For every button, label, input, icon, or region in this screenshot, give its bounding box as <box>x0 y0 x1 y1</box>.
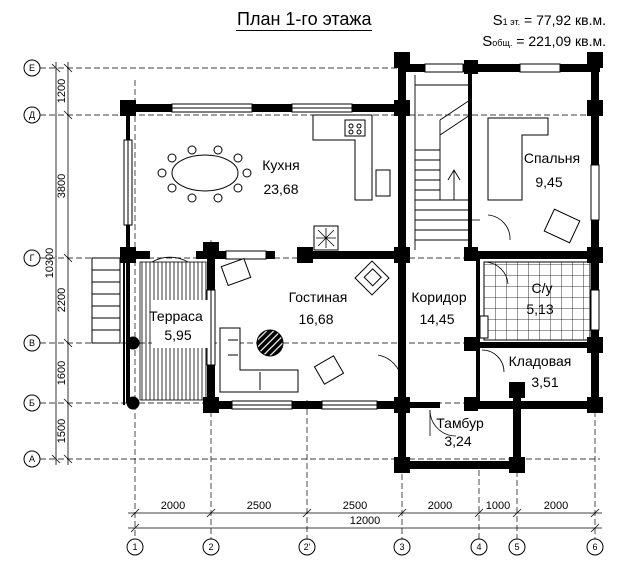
room-name: Кладовая <box>509 353 572 369</box>
axis-labels: Е Д Г В Б А 1 2 2' 3 4 5 6 <box>29 63 598 552</box>
room-area: 3,51 <box>531 374 558 390</box>
dim-left: 2200 <box>56 288 68 312</box>
axis-row-label: Е <box>29 63 35 73</box>
room-area: 5,13 <box>526 301 553 317</box>
room-name: С/у <box>532 280 553 296</box>
room-area: 5,95 <box>164 327 191 343</box>
terrace <box>91 256 210 410</box>
axis-row-label: А <box>29 454 35 464</box>
room-area: 9,45 <box>535 174 562 190</box>
room-name: Коридор <box>411 289 467 305</box>
room-name: Гостиная <box>289 289 348 305</box>
axis-col-label: 2 <box>208 542 213 552</box>
total-area: Sобщ. = 221,09 кв.м. <box>482 33 606 50</box>
axis-col-label: 4 <box>476 542 481 552</box>
axis-bubbles <box>23 59 604 556</box>
dim-bottom: 2000 <box>428 500 452 512</box>
axis-col-label: 3 <box>399 542 404 552</box>
log-ends <box>120 52 603 473</box>
plan-title: План 1-го этажа <box>236 9 373 31</box>
area-subscript: 1 эт. <box>502 17 521 27</box>
bedroom-furniture <box>472 117 581 244</box>
area-subscript: общ. <box>492 38 513 48</box>
dim-bottom: 1000 <box>486 500 510 512</box>
dim-bottom: 2000 <box>544 500 568 512</box>
room-name: Спальня <box>524 150 580 166</box>
room-area: 23,68 <box>263 181 298 197</box>
axis-row-label: В <box>29 338 35 348</box>
axis-row-label: Г <box>30 253 35 263</box>
left-dimension-labels: 1200 3800 2200 1600 1500 10300 <box>44 79 68 443</box>
kitchen-furniture <box>157 114 391 251</box>
axis-row-label: Д <box>29 110 35 120</box>
area-value: = 221,09 кв.м. <box>516 33 606 49</box>
dim-left: 1200 <box>56 79 68 103</box>
axis-row-label: Б <box>29 398 35 408</box>
axis-col-label: 2' <box>304 542 311 552</box>
dim-left: 1500 <box>56 419 68 443</box>
room-area: 3,24 <box>444 433 471 449</box>
dim-bottom: 2000 <box>161 500 185 512</box>
axis-col-label: 5 <box>514 542 519 552</box>
room-name: Терраса <box>149 308 203 324</box>
first-floor-area: S1 эт. = 77,92 кв.м. <box>493 12 606 29</box>
area-symbol: S <box>482 33 493 50</box>
bottom-dimension-labels: 2000 2500 2500 2000 1000 2000 12000 <box>161 500 568 527</box>
axis-col-label: 1 <box>132 542 137 552</box>
dim-bottom: 2500 <box>247 500 271 512</box>
area-symbol: S <box>492 12 503 29</box>
living-furniture <box>219 257 403 393</box>
room-name: Тамбур <box>436 415 484 431</box>
area-value: = 77,92 кв.м. <box>524 12 606 28</box>
dim-left-total: 10300 <box>44 248 56 279</box>
wc-tiles <box>483 261 591 341</box>
left-dimensions <box>51 62 73 465</box>
dim-bottom-total: 12000 <box>350 515 381 527</box>
room-area: 16,68 <box>298 311 333 327</box>
bottom-dimensions <box>128 508 602 533</box>
room-labels: Кухня 23,68 Гостиная 16,68 Терраса 5,95 … <box>149 150 580 449</box>
room-name: Кухня <box>262 157 299 173</box>
dim-left: 1600 <box>56 361 68 385</box>
staircase <box>414 75 471 250</box>
axis-col-label: 6 <box>592 542 597 552</box>
dim-bottom: 2500 <box>343 500 367 512</box>
dim-left: 3800 <box>56 174 68 198</box>
room-area: 14,45 <box>419 311 454 327</box>
